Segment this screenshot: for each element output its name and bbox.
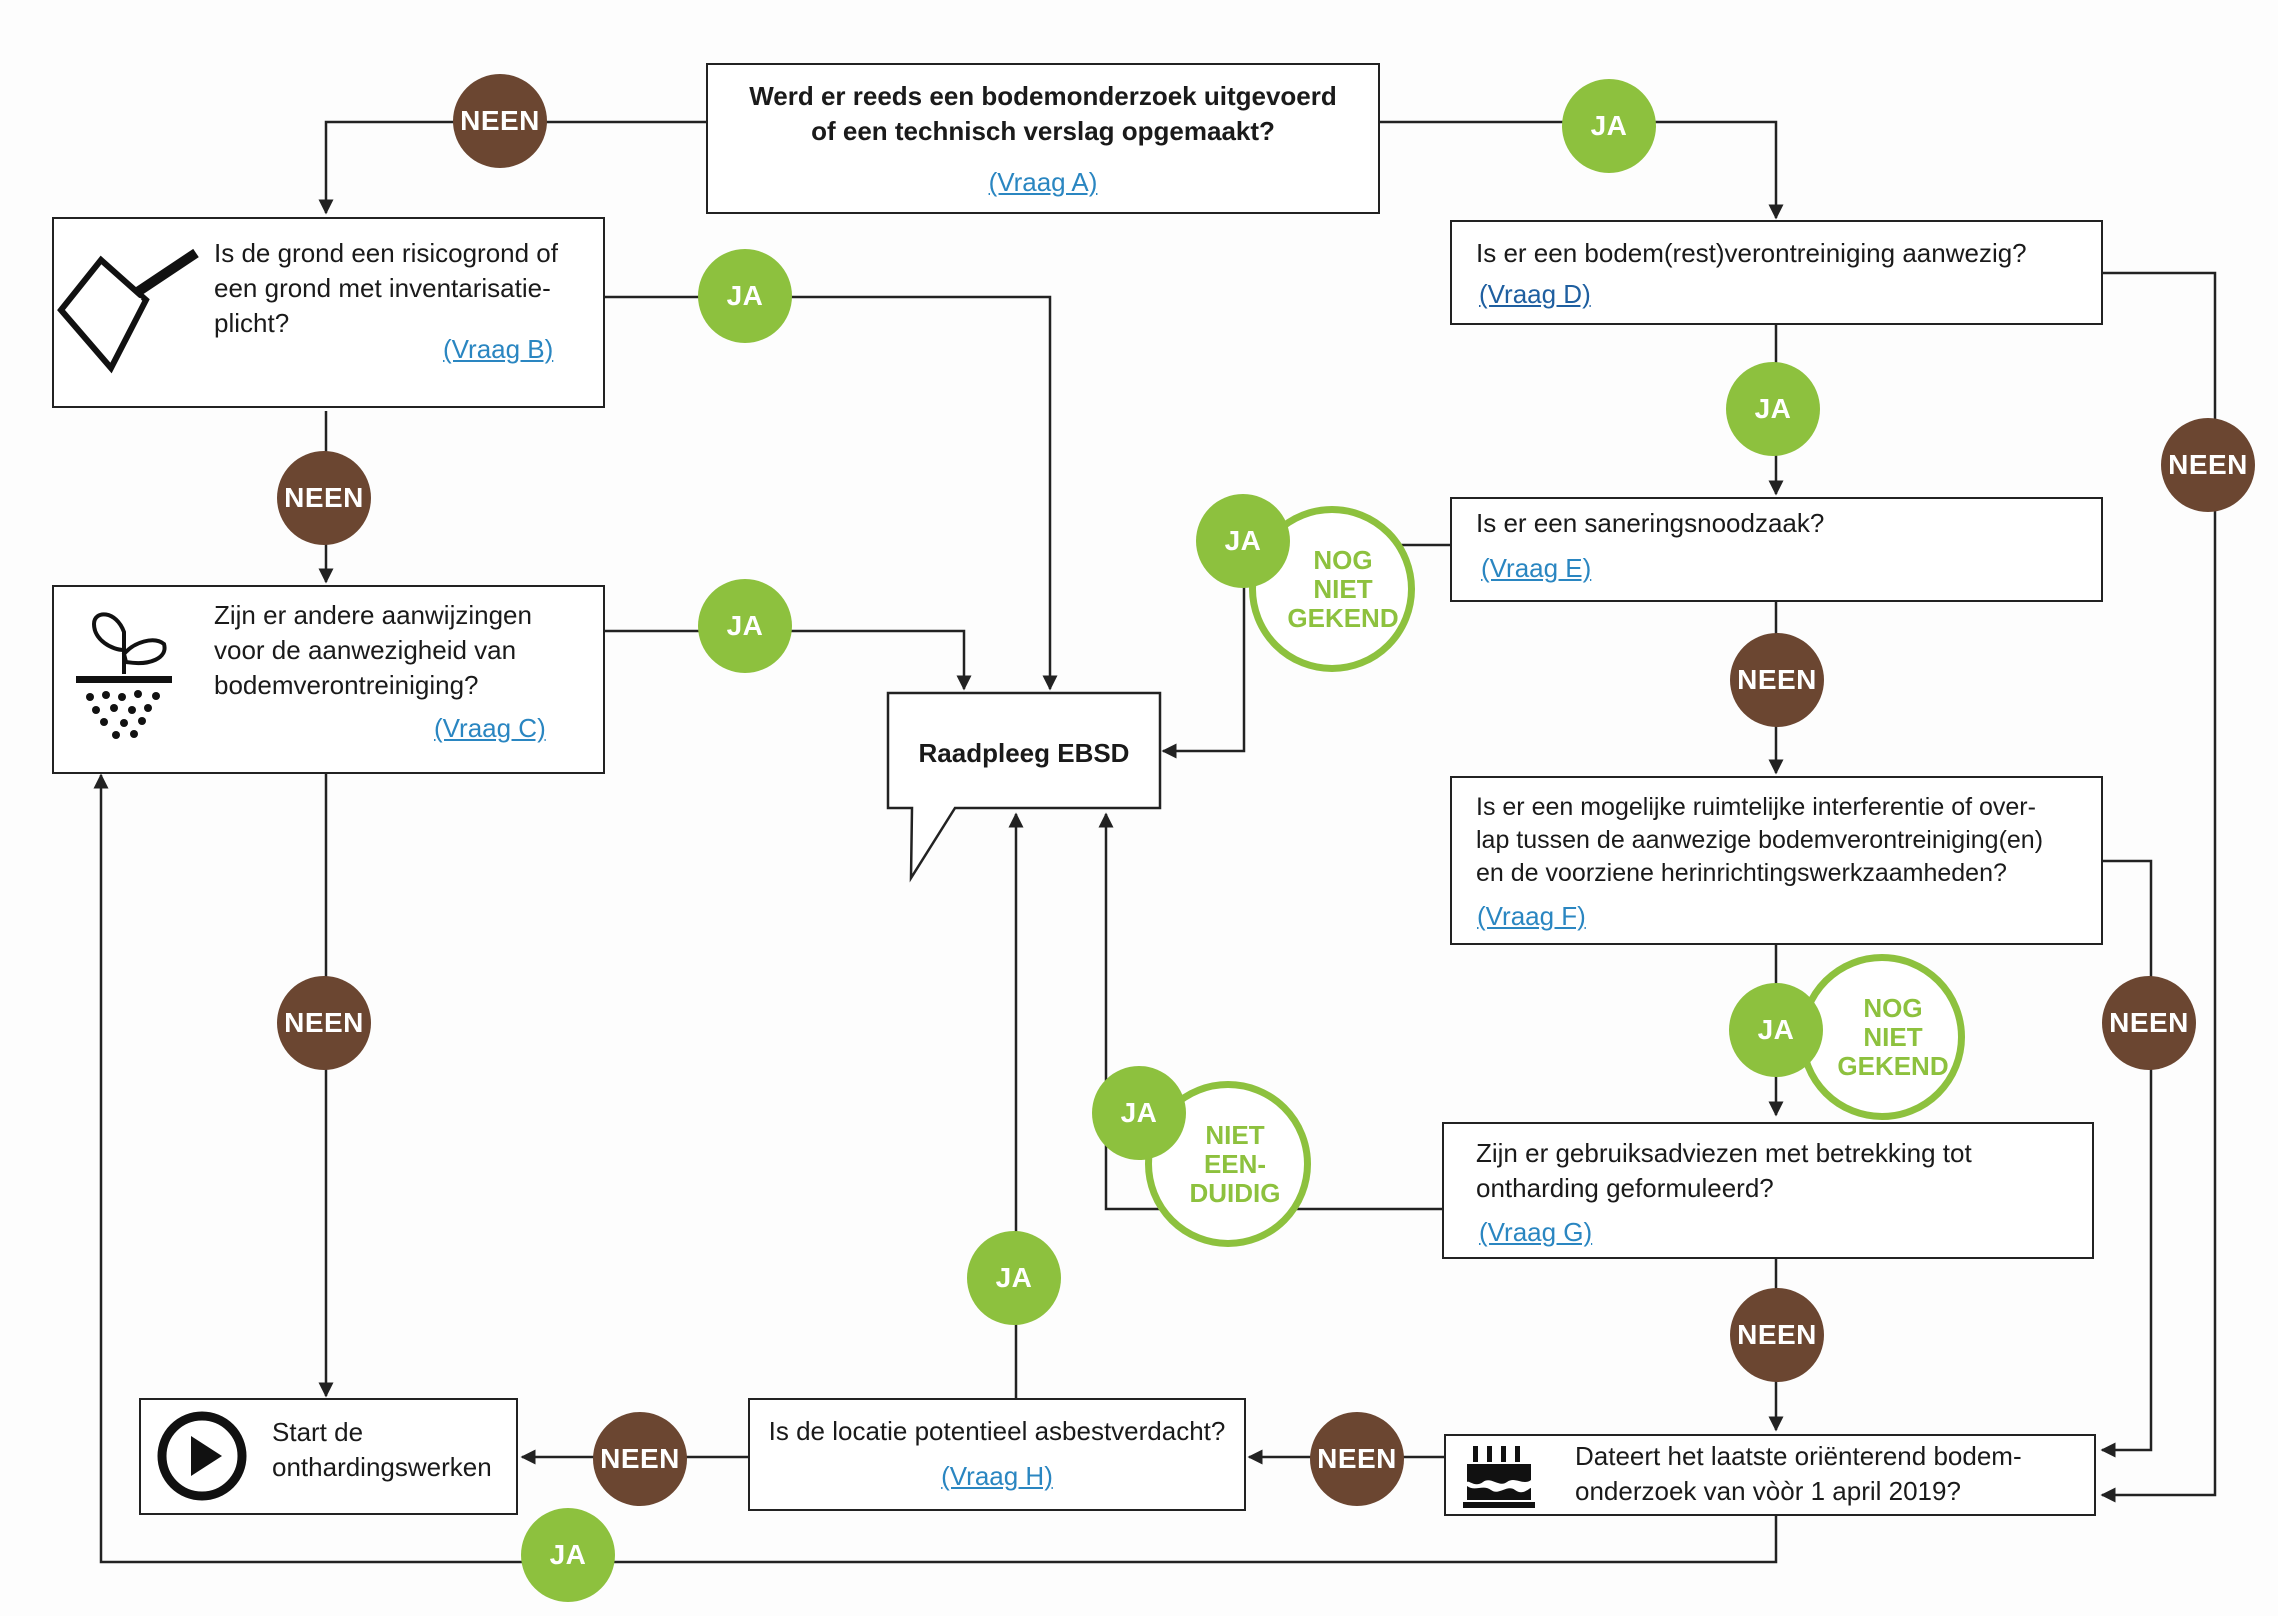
question-h-link[interactable]: (Vraag H) [941,1461,1053,1491]
question-c-text: Zijn er andere aanwijzingen voor de aanw… [214,600,532,700]
plant-soil-icon [76,612,172,739]
question-c-link[interactable]: (Vraag C) [434,713,546,743]
ja-badge-h-ebsd: JA [967,1231,1061,1325]
neen-badge-b-c: NEEN [277,451,371,545]
neen-badge-g-date: NEEN [1730,1288,1824,1382]
nog-niet-gekend-ring-f: NOG NIET GEKEND [1799,954,1965,1120]
question-a-link[interactable]: (Vraag A) [988,167,1098,197]
question-b-box [52,217,605,408]
question-e-link[interactable]: (Vraag E) [1481,553,1592,583]
neen-badge-h-start: NEEN [593,1412,687,1506]
question-f-box [1450,776,2103,945]
ebsd-speech-bubble [886,691,1162,883]
question-g-box [1442,1122,2094,1259]
question-b-link[interactable]: (Vraag B) [443,334,554,364]
ja-badge-g-ebsd: JA [1092,1066,1186,1160]
ja-badge-e-ebsd: JA [1196,494,1290,588]
question-b-text: Is de grond een risicogrond of een grond… [214,238,558,338]
play-icon [157,1411,247,1501]
neen-badge-a-b: NEEN [453,74,547,168]
connector-d-to-date [2100,271,2217,1503]
connector-a-to-b [318,120,706,215]
connector-date-to-c [93,773,1778,1564]
question-d-box [1450,220,2103,325]
question-a-text: Werd er reeds een bodemonderzoek uitgevo… [749,81,1337,146]
question-f-link[interactable]: (Vraag F) [1477,901,1586,931]
question-f-text: Is er een mogelijke ruimtelijke interfer… [1476,793,2044,887]
question-h-text: Is de locatie potentieel asbestverdacht? [768,1416,1226,1446]
question-e-text: Is er een saneringsnoodzaak? [1476,508,1825,538]
start-text: Start de onthardingswerken [272,1417,492,1482]
question-date-text: Dateert het laatste oriënterend bodem- o… [1575,1441,2022,1506]
ja-badge-date-c: JA [521,1508,615,1602]
ja-badge-b-ebsd: JA [698,249,792,343]
neen-badge-date-h: NEEN [1310,1412,1404,1506]
connector-g-to-ebsd [1098,812,1442,1211]
ja-badge-a-d: JA [1562,79,1656,173]
birthday-cake-icon [1463,1446,1535,1508]
question-date-box [1444,1434,2096,1516]
shovel-icon [57,248,199,374]
question-a-box [706,63,1380,214]
neen-badge-e-f: NEEN [1730,633,1824,727]
ja-badge-f-g: JA [1729,983,1823,1077]
question-d-link[interactable]: (Vraag D) [1479,279,1591,309]
neen-badge-f-date: NEEN [2102,976,2196,1070]
ja-badge-c-ebsd: JA [698,579,792,673]
question-g-link[interactable]: (Vraag G) [1479,1217,1593,1247]
ebsd-text: Raadpleeg EBSD [918,738,1130,768]
neen-badge-d-date: NEEN [2161,418,2255,512]
question-d-text: Is er een bodem(rest)verontreiniging aan… [1476,238,2027,268]
neen-badge-c-start: NEEN [277,976,371,1070]
question-h-box [748,1398,1246,1511]
connector-f-to-date [2100,859,2153,1458]
connector-a-to-d [1380,120,1784,220]
question-e-box [1450,497,2103,602]
question-g-text: Zijn er gebruiksadviezen met betrekking … [1476,1138,1972,1203]
ja-badge-d-e: JA [1726,362,1820,456]
